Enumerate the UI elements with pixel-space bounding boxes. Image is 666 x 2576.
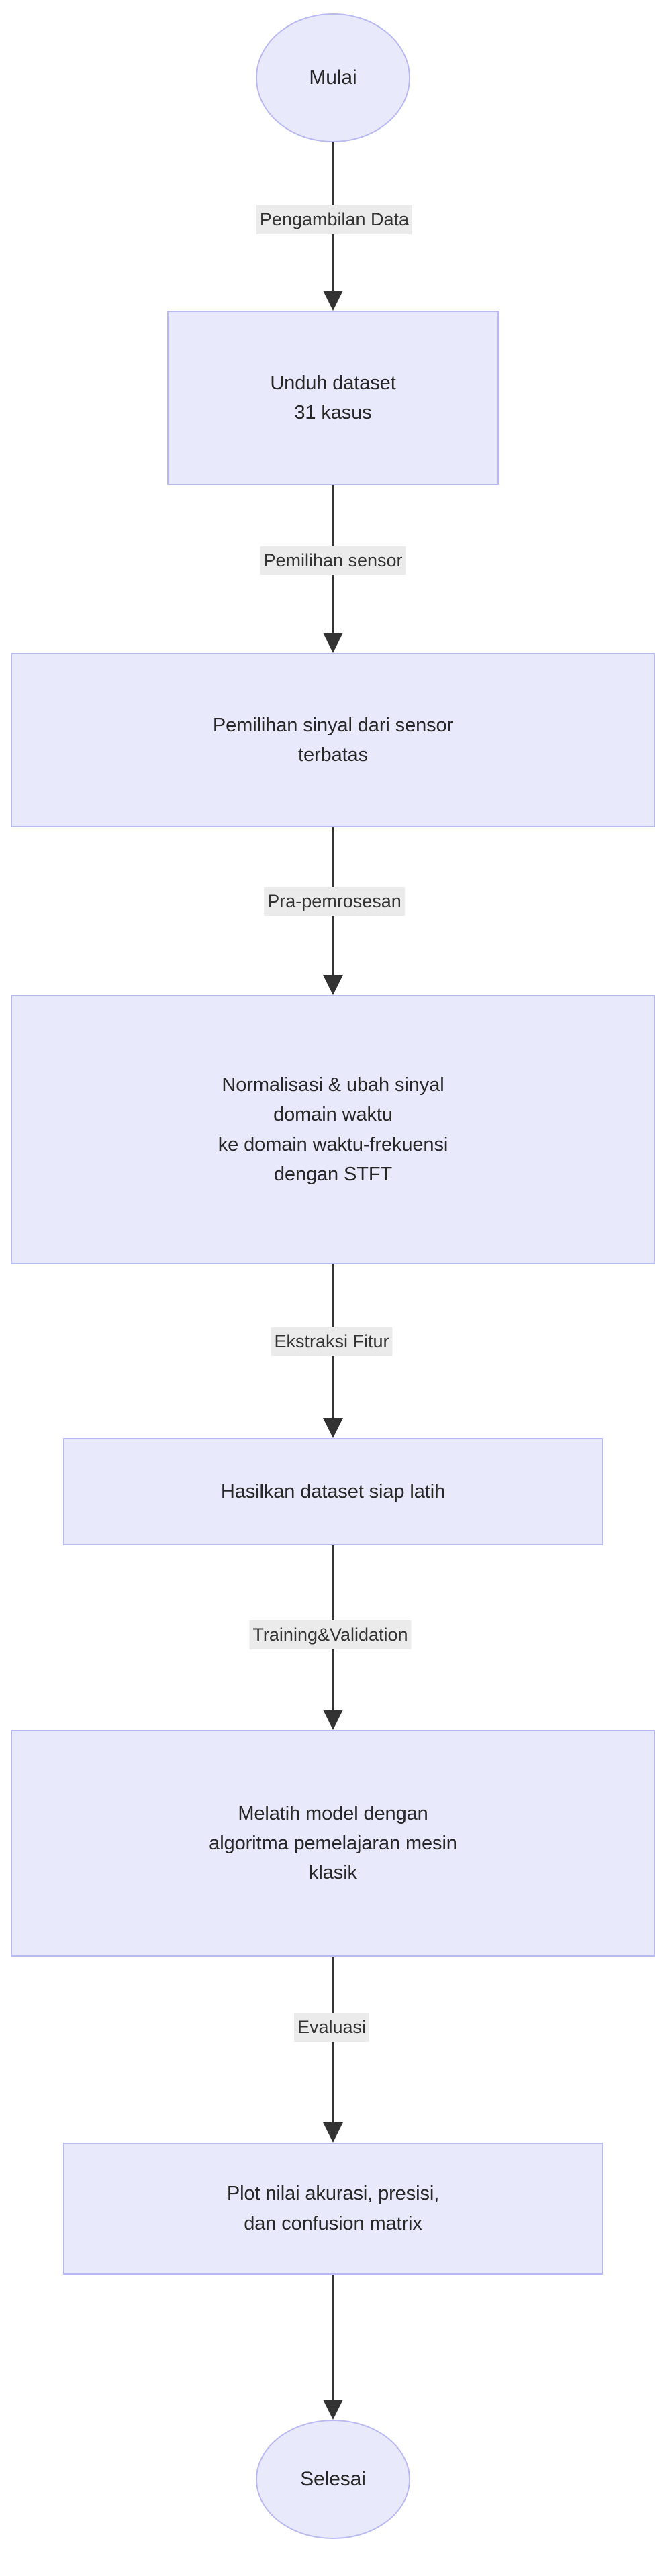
edge-label-text: Pra-pemrosesan — [267, 891, 401, 911]
node-selesai[interactable]: Selesai — [256, 2420, 410, 2539]
node-plot-evaluasi-label: Plot nilai akurasi, presisi, dan confusi… — [226, 2183, 440, 2234]
node-normalisasi-stft[interactable]: Normalisasi & ubah sinyal domain waktu k… — [11, 995, 655, 1264]
node-pemilihan-sinyal[interactable]: Pemilihan sinyal dari sensor terbatas — [11, 653, 655, 827]
node-selesai-label: Selesai — [300, 2468, 366, 2491]
edge-label-text: Training&Validation — [252, 1625, 408, 1645]
edge-label-pemilihan-sensor: Pemilihan sensor — [260, 546, 406, 576]
node-normalisasi-stft-label: Normalisasi & ubah sinyal domain waktu k… — [218, 1074, 448, 1185]
node-unduh-dataset[interactable]: Unduh dataset 31 kasus — [167, 311, 499, 485]
edge-melatih-to-plot — [323, 1957, 343, 2143]
edge-label-evaluasi: Evaluasi — [293, 2013, 370, 2043]
edge-plot-to-selesai — [323, 2275, 343, 2420]
edge-label-ekstraksi-fitur: Ekstraksi Fitur — [271, 1327, 393, 1357]
edge-label-training-validation: Training&Validation — [249, 1620, 412, 1650]
node-unduh-dataset-label: Unduh dataset 31 kasus — [270, 372, 396, 423]
node-mulai[interactable]: Mulai — [256, 13, 410, 142]
edge-label-text: Evaluasi — [297, 2017, 367, 2037]
node-hasilkan-dataset[interactable]: Hasilkan dataset siap latih — [63, 1438, 603, 1545]
node-melatih-model-label: Melatih model dengan algoritma pemelajar… — [209, 1802, 457, 1884]
node-mulai-label: Mulai — [309, 66, 357, 89]
edge-label-text: Pengambilan Data — [259, 209, 410, 229]
node-hasilkan-dataset-label: Hasilkan dataset siap latih — [220, 1480, 446, 1502]
node-plot-evaluasi[interactable]: Plot nilai akurasi, presisi, dan confusi… — [63, 2143, 603, 2275]
edge-label-text: Ekstraksi Fitur — [274, 1331, 389, 1351]
edge-label-pengambilan-data: Pengambilan Data — [256, 205, 413, 235]
node-pemilihan-sinyal-label: Pemilihan sinyal dari sensor terbatas — [212, 714, 454, 766]
edge-label-text: Pemilihan sensor — [263, 550, 403, 570]
node-melatih-model[interactable]: Melatih model dengan algoritma pemelajar… — [11, 1730, 655, 1957]
edge-label-pra-pemrosesan: Pra-pemrosesan — [264, 887, 405, 917]
